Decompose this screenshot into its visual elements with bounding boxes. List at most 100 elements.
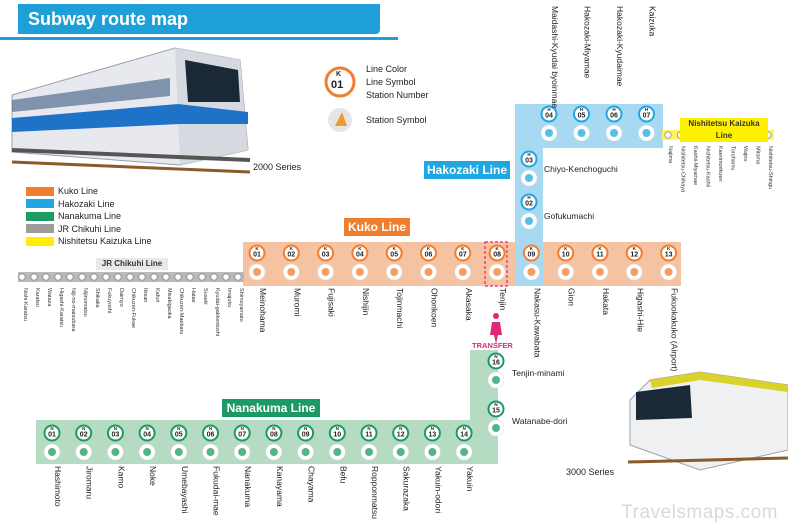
nishitetsu-station-label: Wajiro: [742, 146, 748, 161]
station-line-code: H: [547, 107, 550, 112]
kuko-station-marker: K03: [317, 244, 335, 281]
kuko-station-name: Ohorikoen: [430, 288, 440, 327]
station-line-code: N: [145, 426, 148, 431]
kuko-station-marker: K12: [625, 244, 643, 281]
station-number: 08: [270, 432, 278, 439]
legend-label: Hakozaki Line: [58, 198, 115, 209]
kuko-station-marker: K08: [488, 244, 506, 281]
kuko-station-name: Meinohama: [258, 288, 268, 333]
station-line-code: N: [367, 426, 370, 431]
jr-chikuhi-station-label: Shikaka: [94, 288, 100, 309]
station-number: 06: [610, 113, 618, 120]
station-number: 10: [562, 252, 570, 259]
nanakuma-station-name: Hashimoto: [53, 466, 63, 507]
station-number-circle: [420, 244, 437, 262]
legend-label: Nishitetsu Kaizuka Line: [58, 236, 152, 247]
nishitetsu-line-label: Nishitetsu Kaizuka Line: [680, 118, 768, 142]
station-symbol-glyph: [355, 268, 364, 276]
nanakuma-station-marker: N07: [233, 424, 251, 461]
nanakuma-station-marker: N15: [487, 400, 505, 437]
jr-chikuhi-station-label: Imajuku: [226, 288, 232, 307]
hakozaki-station-marker: H05: [573, 105, 590, 142]
nanakuma-station-marker: N08: [265, 424, 283, 461]
station-number-circle: [455, 424, 473, 442]
station-line-code: K: [290, 246, 294, 251]
station-number: 12: [397, 432, 405, 439]
nanakuma-station-name: Tenjin-minami: [512, 368, 565, 378]
station-number-circle: [170, 424, 188, 442]
jr-chikuhi-station-dot: [222, 273, 230, 281]
jr-chikuhi-station-dot: [162, 273, 170, 281]
nishitetsu-station-label: Najima: [667, 146, 673, 164]
station-number-circle: [454, 244, 472, 262]
hakozaki-station-marker: H07: [638, 105, 655, 142]
caption-2000-series: 2000 Series: [253, 162, 302, 172]
key-line-symbol: Line Symbol: [366, 77, 416, 87]
transfer-person-body: [490, 322, 502, 344]
station-line-code: K: [324, 246, 328, 251]
kuko-station-name: Fukuokakuko (Airport): [670, 288, 680, 372]
hakozaki-station-name: Gofukumachi: [544, 211, 594, 221]
jr-chikuhi-station-dot: [150, 273, 158, 281]
jr-chikuhi-station-dot: [114, 273, 122, 281]
station-symbol-glyph: [525, 217, 533, 225]
transfer-label: TRANSFER: [472, 341, 513, 350]
station-number-circle: [385, 244, 403, 262]
nanakuma-station-name: Noke: [148, 466, 158, 486]
jr-chikuhi-station-label: Chikuzen-Fukae: [130, 288, 136, 328]
legend-label: Kuko Line: [58, 186, 99, 197]
kuko-station-marker: K11: [591, 244, 609, 281]
station-symbol-glyph: [610, 129, 618, 137]
key-line-color: Line Color: [366, 64, 408, 74]
station-number: 12: [630, 252, 638, 259]
station-line-code: N: [304, 426, 307, 431]
nanakuma-station-name: Befu: [338, 466, 348, 484]
hakozaki-station-name: Hakozaki-Miyamae: [583, 6, 593, 79]
station-symbol-glyph: [545, 129, 553, 137]
key-station-number: Station Number: [366, 90, 429, 100]
kuko-station-name: Nishijin: [361, 288, 371, 316]
station-number-circle: [43, 424, 61, 442]
kuko-station-marker: K13: [660, 244, 678, 281]
jr-chikuhi-station-label: Wataza: [46, 288, 52, 307]
nanakuma-station-marker: N11: [360, 424, 378, 461]
jr-chikuhi-station-dot: [42, 273, 50, 281]
station-symbol-glyph: [253, 268, 261, 276]
station-number-circle: [487, 400, 505, 418]
station-line-code: H: [527, 152, 530, 157]
station-symbol-glyph: [630, 268, 639, 276]
jr-chikuhi-station-label: Karatsu: [34, 288, 40, 307]
caption-3000-series: 3000 Series: [566, 467, 615, 477]
hakozaki-station-marker: H03: [520, 150, 538, 187]
station-line-code: K: [530, 246, 534, 251]
station-line-code: N: [272, 426, 275, 431]
station-number-circle: [540, 105, 558, 123]
station-symbol-glyph: [492, 376, 500, 384]
transfer-person-icon: [493, 313, 499, 319]
kuko-station-name: Tojinmachi: [395, 288, 405, 328]
station-line-code: N: [462, 426, 465, 431]
jr-chikuhi-station-dot: [66, 273, 74, 281]
jr-chikuhi-station-label: Fukuyoshi: [106, 288, 112, 313]
station-symbol-glyph: [458, 268, 467, 276]
station-line-code: K: [564, 246, 568, 251]
station-number-circle: [522, 244, 540, 262]
station-symbol-glyph: [424, 268, 433, 276]
station-number-circle: [488, 244, 506, 262]
jr-chikuhi-station-dot: [186, 273, 194, 281]
station-line-code: N: [114, 426, 117, 431]
station-line-code: K: [633, 246, 637, 251]
nanakuma-station-marker: N10: [328, 424, 346, 461]
nanakuma-station-name: Nanakuma: [243, 466, 253, 507]
hakozaki-station-name: Chiyo-Kenchoguchi: [544, 164, 618, 174]
station-symbol-glyph: [206, 448, 215, 456]
jr-chikuhi-station-label: Nishi-Karatsu: [22, 288, 28, 321]
symbol-key: K 01 Line Color Line Symbol Station Numb…: [322, 64, 442, 140]
jr-chikuhi-station-label: Higashi-Karatsu: [58, 288, 64, 327]
station-number-circle: [202, 424, 219, 442]
station-number: 05: [175, 432, 183, 439]
station-number: 15: [492, 408, 500, 415]
hakozaki-station-marker: H06: [605, 105, 623, 142]
kuko-station-name: Gion: [567, 288, 577, 306]
